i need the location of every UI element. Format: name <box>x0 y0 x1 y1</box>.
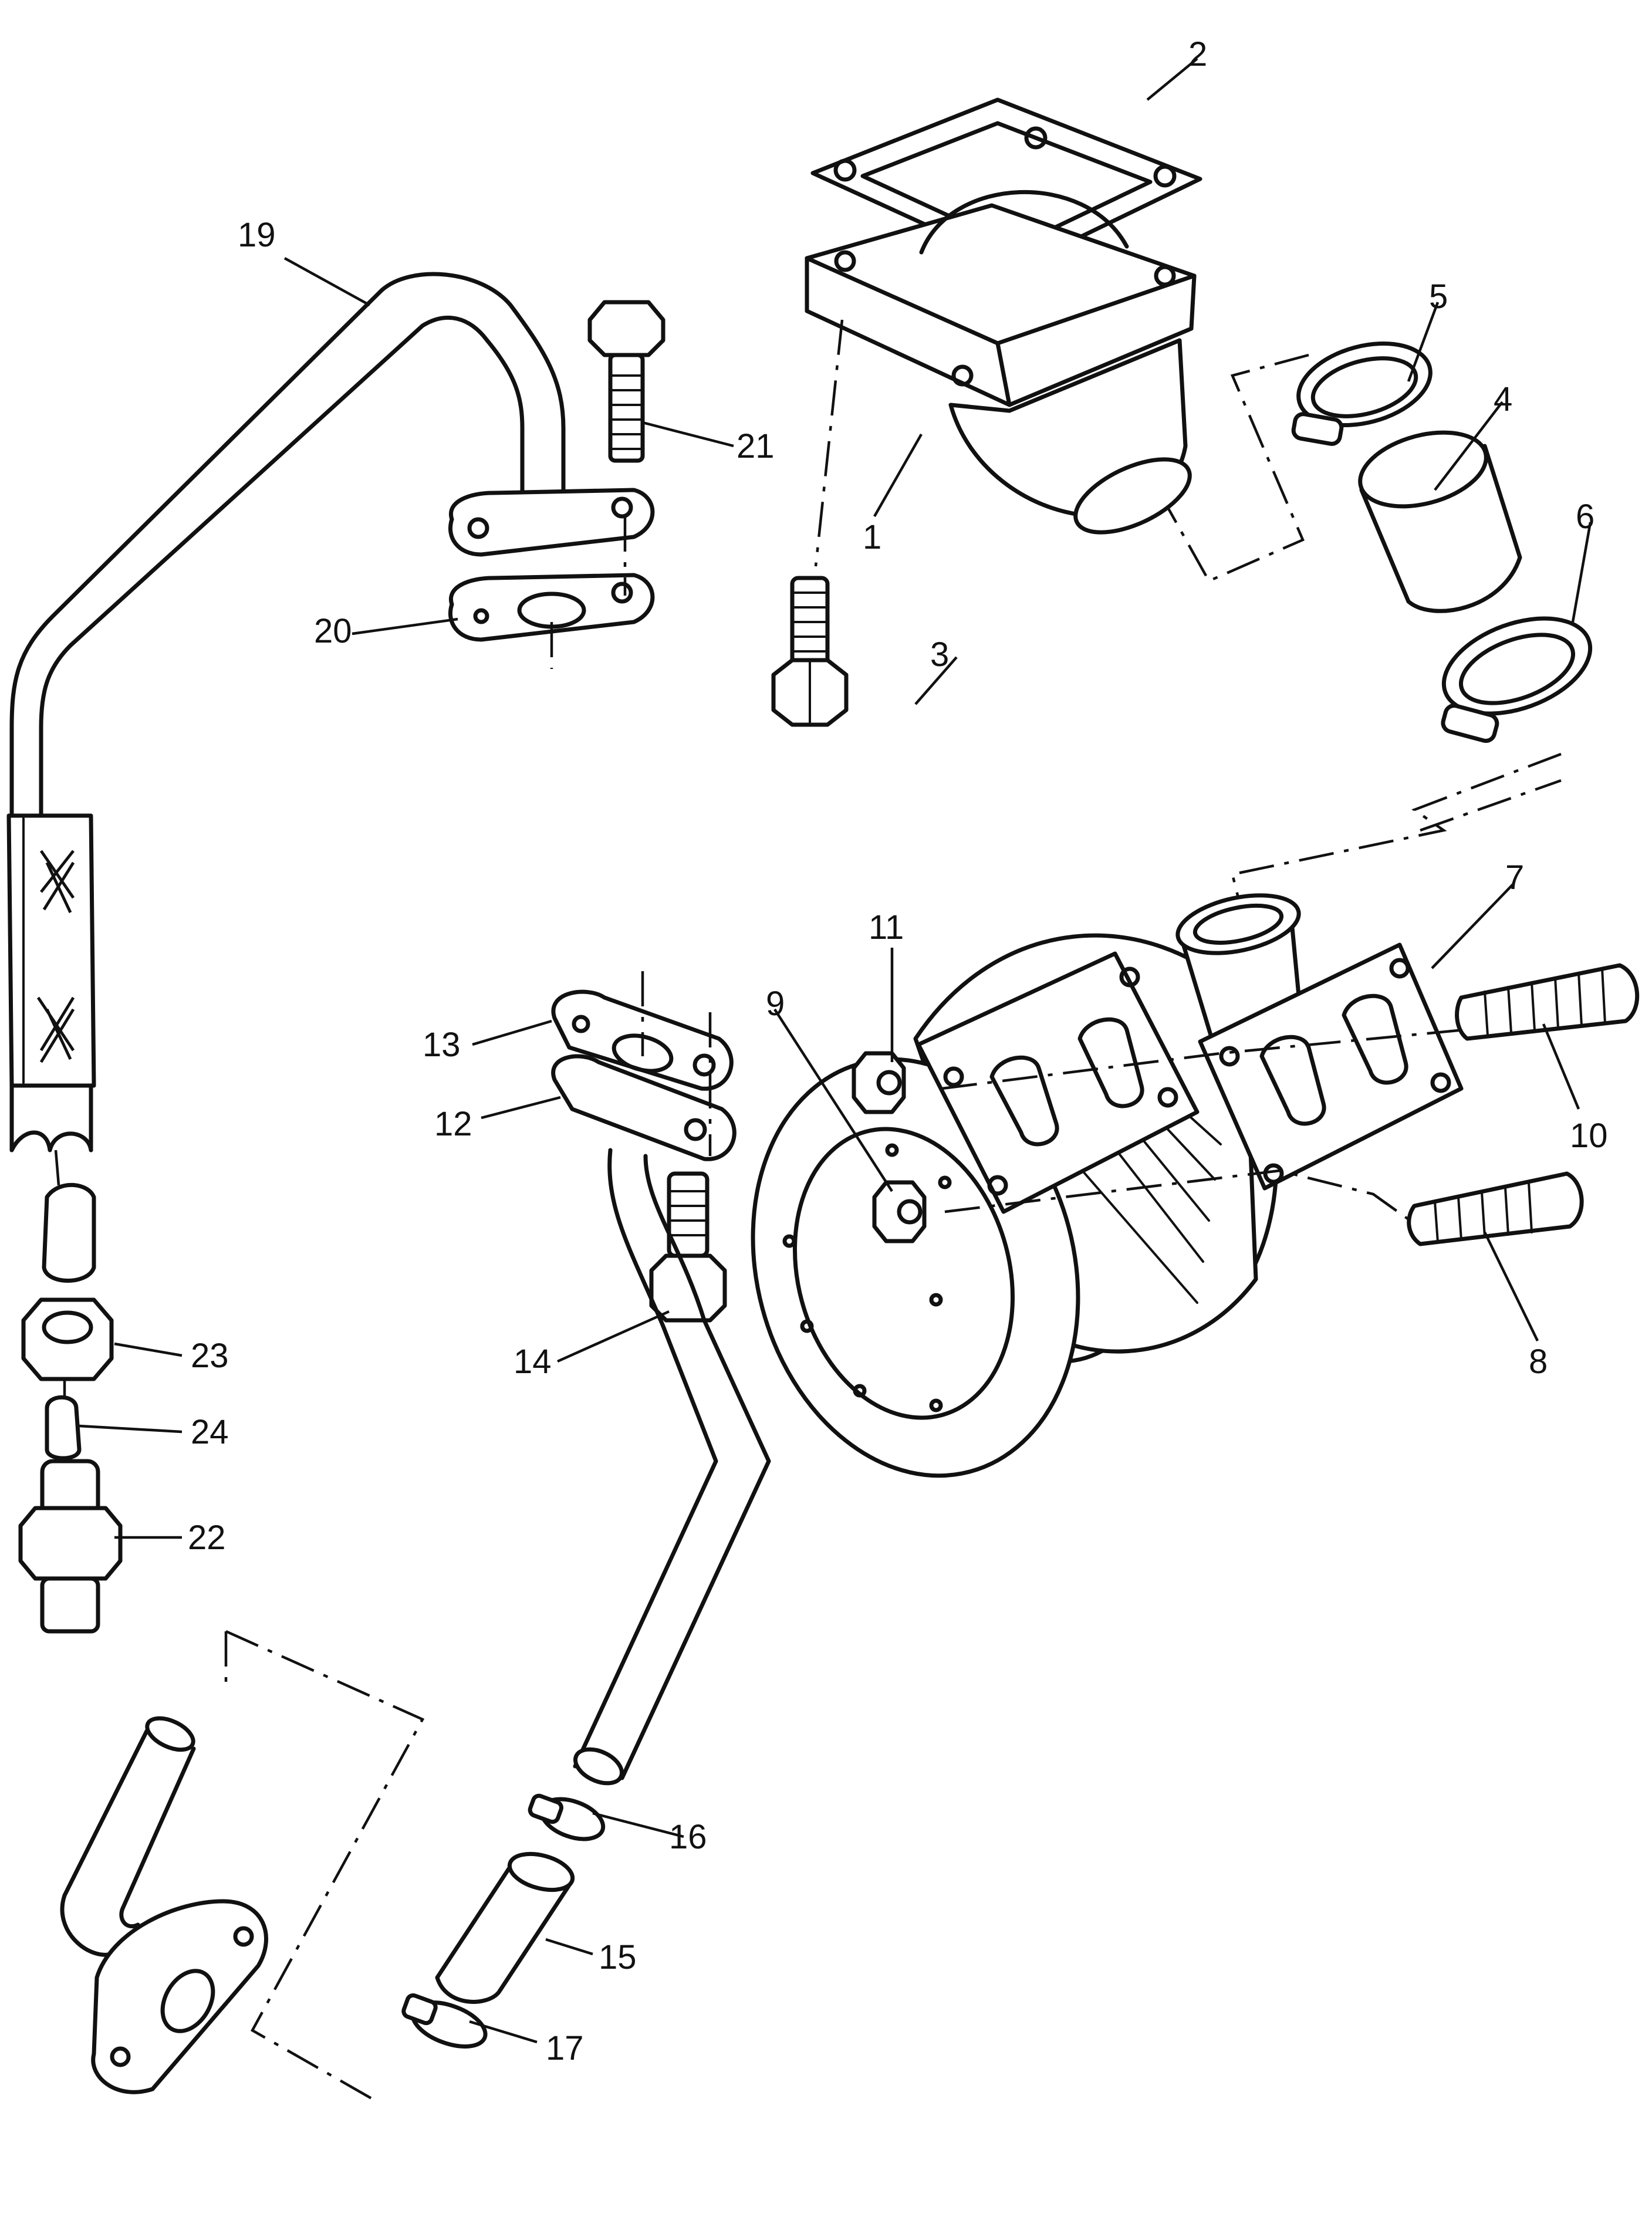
part-hose-sleeve-4 <box>1358 430 1522 613</box>
callout-6: 6 <box>1576 498 1594 536</box>
part-oil-feed-line <box>6 272 566 1283</box>
callout-14: 14 <box>513 1343 552 1381</box>
part-stud-10 <box>1455 963 1640 1041</box>
callout-5: 5 <box>1429 278 1448 316</box>
part-union-22 <box>18 1459 123 1634</box>
part-nut-11 <box>852 1051 906 1114</box>
callout-labels: 1 2 3 4 5 6 7 8 9 10 11 12 13 14 15 16 1… <box>188 35 1608 2067</box>
part-clamp-17 <box>401 1993 488 2049</box>
callout-13: 13 <box>423 1026 461 1064</box>
callout-4: 4 <box>1494 380 1512 418</box>
callout-23: 23 <box>191 1337 229 1375</box>
callout-7: 7 <box>1505 858 1524 897</box>
callout-16: 16 <box>669 1818 707 1856</box>
part-gasket-7 <box>1198 942 1464 1191</box>
part-bolt-14 <box>649 1171 727 1323</box>
callout-12: 12 <box>434 1105 472 1143</box>
leader-lines <box>79 58 1592 2044</box>
callout-11: 11 <box>869 908 904 947</box>
part-nut-23 <box>21 1297 114 1381</box>
part-hose-15 <box>435 1851 575 2004</box>
part-elbow-housing <box>805 190 1197 535</box>
callout-1: 1 <box>863 518 881 556</box>
callout-24: 24 <box>191 1413 229 1451</box>
callout-17: 17 <box>546 2029 584 2067</box>
part-drain-elbow <box>60 1716 268 2094</box>
part-hose-clamp-5 <box>1291 342 1433 446</box>
part-clamp-16 <box>528 1793 606 1841</box>
part-turbo-flange <box>916 951 1200 1214</box>
alignment-lines <box>54 319 1562 2102</box>
callout-19: 19 <box>238 216 276 254</box>
part-bolt-21 <box>587 300 665 463</box>
callout-21: 21 <box>737 427 775 465</box>
part-hose-clamp-6 <box>1441 616 1593 743</box>
callout-8: 8 <box>1529 1343 1548 1381</box>
callout-3: 3 <box>930 636 949 674</box>
callout-10: 10 <box>1570 1117 1608 1155</box>
part-ferrule-24 <box>45 1395 82 1461</box>
part-stud-8 <box>1407 1171 1584 1246</box>
part-flange-top <box>448 488 655 557</box>
callout-2: 2 <box>1188 35 1207 73</box>
callout-15: 15 <box>599 1938 637 1976</box>
part-flange-12 <box>551 1054 737 1161</box>
part-bolt-3 <box>771 576 849 727</box>
part-nut-9 <box>872 1180 927 1243</box>
callout-9: 9 <box>766 985 785 1023</box>
callout-22: 22 <box>188 1519 226 1557</box>
callout-20: 20 <box>314 612 352 650</box>
